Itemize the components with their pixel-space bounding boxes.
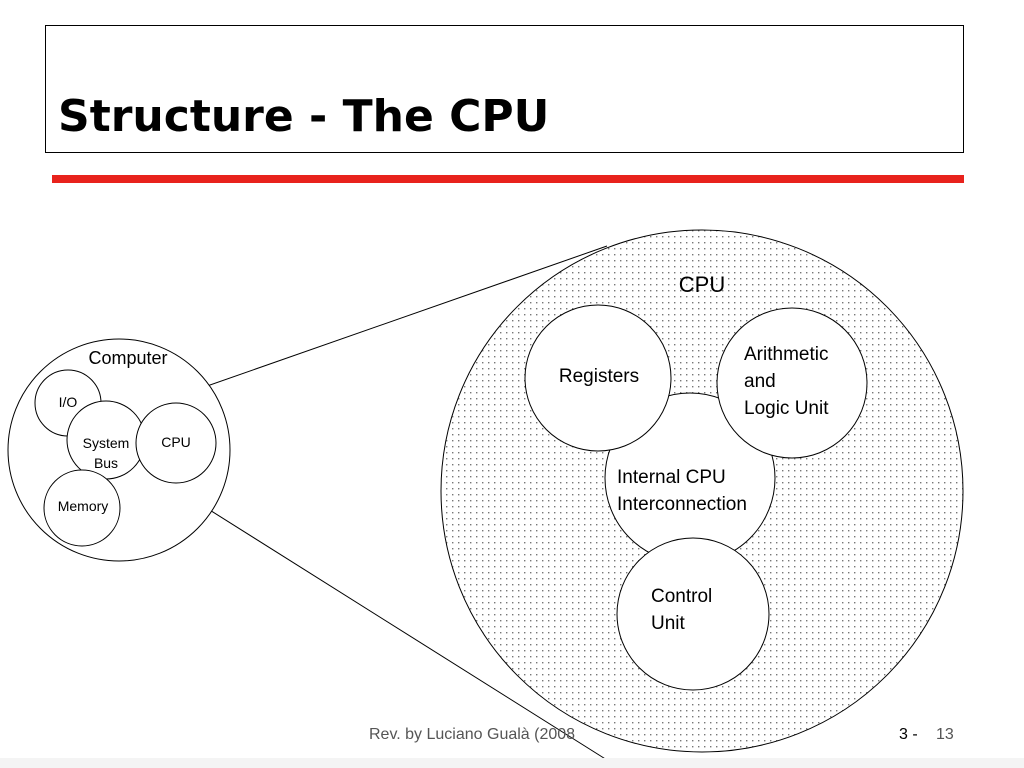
zoom-line-bottom <box>169 484 608 761</box>
system-bus-label-line1: System <box>83 435 130 451</box>
control-unit-label-line1: Control <box>651 586 712 607</box>
alu-circle <box>716 307 868 459</box>
memory-label: Memory <box>58 498 109 514</box>
page-number: 13 <box>936 726 954 743</box>
bottom-bar <box>0 758 1024 768</box>
computer-cpu-label: CPU <box>161 434 191 450</box>
slide-title: Structure - The CPU <box>58 91 550 142</box>
control-unit-circle <box>616 537 770 691</box>
registers-circle <box>524 304 672 452</box>
interconnect-label-line1: Internal CPU <box>617 467 726 488</box>
title-underline <box>52 175 964 183</box>
zoom-line-top <box>169 245 608 400</box>
control-unit-label-line2: Unit <box>651 613 686 634</box>
computer-label: Computer <box>88 348 167 368</box>
cpu-zoom-label: CPU <box>679 272 725 297</box>
footer-credit: Rev. by Luciano Gualà (2008 <box>369 726 576 743</box>
computer-cpu-circle <box>135 402 217 484</box>
memory-circle <box>43 469 121 547</box>
registers-label: Registers <box>559 366 639 387</box>
alu-label-line1: Arithmetic <box>744 344 828 365</box>
system-bus-label-line2: Bus <box>94 455 118 471</box>
alu-label-line2: and <box>744 371 776 392</box>
alu-label-line3: Logic Unit <box>744 398 829 419</box>
page-prefix: 3 - <box>899 726 918 743</box>
interconnect-label-line2: Interconnection <box>617 494 747 515</box>
io-label: I/O <box>59 394 78 410</box>
title-box: Structure - The CPU <box>45 25 964 153</box>
